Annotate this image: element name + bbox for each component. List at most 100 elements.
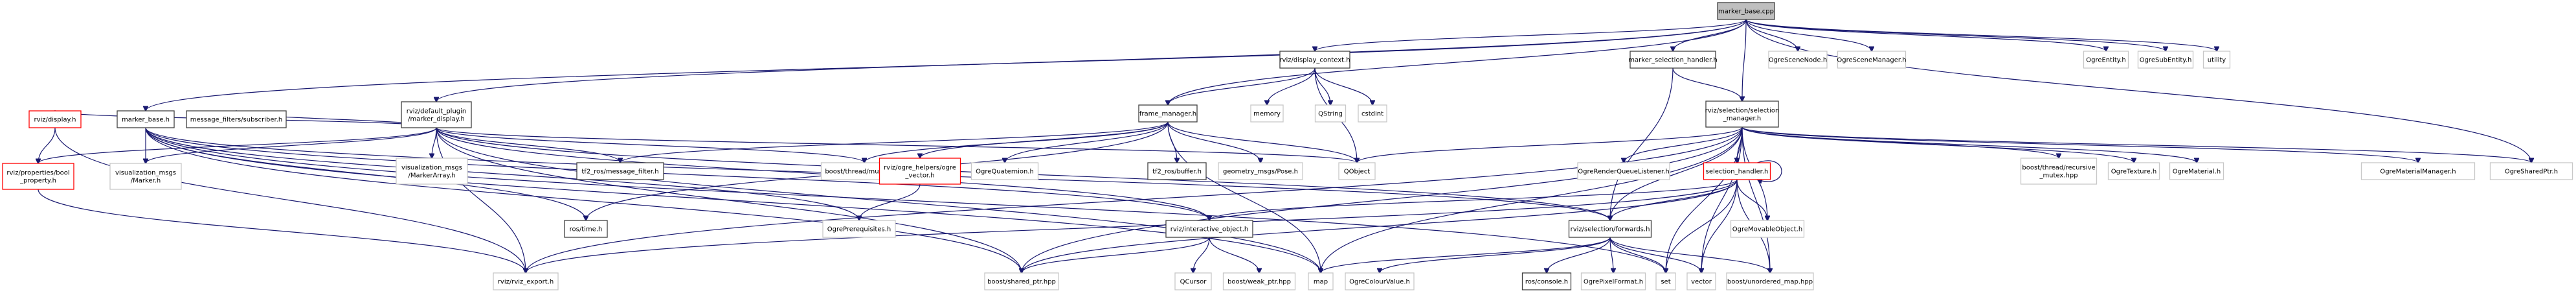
node-label: /marker_display.h — [408, 116, 465, 123]
edge-marker_base_h-to-set — [145, 127, 1666, 273]
edge-selection_forwards-to-vector — [1609, 237, 1701, 273]
graph-node-marker_selection_handler[interactable]: marker_selection_handler.h — [1628, 51, 1718, 69]
node-label: OgrePrerequisites.h — [827, 226, 891, 233]
node-box — [984, 272, 1059, 290]
graph-node-selection_forwards[interactable]: rviz/selection/forwards.h — [1568, 220, 1652, 238]
node-label: /MarkerArray.h — [409, 172, 456, 180]
graph-node-message_filters_subscriber[interactable]: message_filters/subscriber.h — [186, 110, 287, 128]
graph-node-bool_property[interactable]: rviz/properties/bool_property.h — [2, 163, 74, 190]
edge-selection_handler-to-boost_shared_ptr — [1022, 179, 1738, 273]
edge-selection_handler-to-OgreMovableObject — [1736, 179, 1767, 220]
edge-default_plugin_marker_display-to-boost_mutex — [436, 127, 864, 163]
edge-selection_manager-to-OgreMaterial — [1742, 126, 2197, 163]
node-box — [1165, 220, 1253, 238]
node-label: rviz/selection/selection — [1705, 108, 1780, 115]
node-box — [576, 162, 664, 180]
graph-node-OgreQuaternion: OgreQuaternion.h — [970, 162, 1039, 180]
graph-node-interactive_object[interactable]: rviz/interactive_object.h — [1165, 220, 1253, 238]
edge-marker_base_cpp-to-marker_base_h — [146, 19, 1747, 111]
node-label: /Marker.h — [131, 178, 161, 185]
node-box — [1521, 272, 1572, 290]
node-label: OgreSharedPtr.h — [2505, 169, 2558, 176]
graph-node-tf2_buffer[interactable]: tf2_ros/buffer.h — [1147, 162, 1207, 180]
node-box — [879, 158, 961, 185]
nodes-layer: marker_base.cpp rviz/default_plugin/marke… — [2, 2, 2573, 290]
node-label: boost/thread/mutex.hpp — [825, 169, 903, 176]
node-box — [1768, 51, 1828, 69]
graph-node-recursive_mutex: boost/thread/recursive_mutex.hpp — [2020, 158, 2098, 185]
node-label: map — [1314, 279, 1328, 286]
node-label: boost/shared_ptr.hpp — [987, 279, 1056, 286]
graph-node-selection_manager[interactable]: rviz/selection/selection_manager.h — [1705, 100, 1780, 128]
node-box — [1686, 272, 1716, 290]
graph-node-OgreSharedPtr: OgreSharedPtr.h — [2489, 162, 2573, 180]
graph-node-OgrePrerequisites: OgrePrerequisites.h — [822, 220, 896, 238]
graph-node-utility: utility — [2202, 51, 2231, 69]
edge-interactive_object-to-boost_shared_ptr — [1022, 237, 1210, 273]
graph-node-ros_time[interactable]: ros/time.h — [564, 220, 608, 238]
graph-node-boost_shared_ptr: boost/shared_ptr.hpp — [984, 272, 1059, 290]
node-box — [1279, 51, 1350, 69]
node-box — [1138, 104, 1198, 123]
graph-node-selection_handler[interactable]: selection_handler.h — [1703, 162, 1771, 180]
graph-node-display_context[interactable]: rviz/display_context.h — [1279, 51, 1350, 69]
graph-node-OgreMaterialManager: OgreMaterialManager.h — [2360, 162, 2476, 180]
edge-selection_manager-to-OgreTexture — [1742, 126, 2134, 163]
node-box — [2360, 162, 2476, 180]
node-label: OgreMaterial.h — [2173, 169, 2221, 176]
node-label: memory — [1253, 111, 1281, 118]
node-box — [396, 158, 468, 185]
edge-selection_forwards-to-OgrePixelFormat — [1609, 237, 1613, 273]
node-box — [564, 220, 608, 238]
edge-display_context-to-cstdint — [1314, 67, 1372, 105]
edge-selection_manager-to-boost_shared_ptr — [1022, 126, 1743, 273]
graph-node-tf2_message_filter[interactable]: tf2_ros/message_filter.h — [576, 162, 664, 180]
edge-selection_forwards-to-OgreColourValue — [1380, 237, 1611, 273]
node-box — [1222, 272, 1296, 290]
edge-interactive_object-to-QCursor — [1193, 237, 1210, 273]
node-label: boost/unordered_map.hpp — [1727, 279, 1813, 286]
node-label: ros/time.h — [570, 226, 603, 233]
graph-node-geometry_pose: geometry_msgs/Pose.h — [1218, 162, 1303, 180]
node-box — [117, 110, 175, 128]
graph-node-rviz_display[interactable]: rviz/display.h — [28, 110, 82, 128]
node-label: set — [1661, 279, 1670, 286]
node-box — [1314, 104, 1347, 123]
node-box — [1308, 272, 1334, 290]
edge-frame_manager-to-tf2_message_filter — [620, 121, 1169, 163]
node-label: OgreMaterialManager.h — [2380, 169, 2456, 176]
node-label: _vector.h — [904, 172, 934, 180]
node-box — [1630, 51, 1716, 69]
edge-marker_base_h-to-map — [145, 127, 1321, 273]
graph-node-ogre_vector[interactable]: rviz/ogre_helpers/ogre_vector.h — [879, 158, 961, 185]
node-label: OgreSceneManager.h — [1837, 57, 1906, 64]
edge-marker_base_cpp-to-OgreEntity — [1745, 19, 2106, 51]
node-label: OgrePixelFormat.h — [1584, 279, 1643, 286]
graph-node-frame_manager[interactable]: frame_manager.h — [1138, 104, 1198, 123]
edge-rviz_display-to-rviz_export — [54, 127, 526, 273]
node-label: frame_manager.h — [1139, 111, 1196, 118]
graph-node-MarkerArray: visualization_msgs/MarkerArray.h — [396, 158, 468, 185]
node-box — [822, 220, 896, 238]
node-box — [1358, 104, 1387, 123]
graph-node-marker_base_h[interactable]: marker_base.h — [117, 110, 175, 128]
edge-rviz_display-to-bool_property — [38, 127, 56, 163]
edge-marker_base_cpp-to-OgreSceneNode — [1745, 19, 1798, 51]
graph-node-marker_base_cpp[interactable]: marker_base.cpp — [1717, 2, 1775, 20]
graph-node-OgreSubEntity: OgreSubEntity.h — [2137, 51, 2194, 69]
edge-marker_base_cpp-to-display_context — [1315, 19, 1747, 51]
edge-default_plugin_marker_display-to-QObject — [436, 127, 1357, 163]
edge-default_plugin_marker_display-to-tf2_message_filter — [436, 127, 620, 163]
edge-default_plugin_marker_display-to-MarkerArray — [432, 127, 437, 158]
node-label: QObject — [1344, 169, 1371, 176]
node-box — [1568, 220, 1652, 238]
node-label: visualization_msgs — [115, 170, 176, 177]
graph-node-vector: vector — [1686, 272, 1716, 290]
graph-node-Marker_h: visualization_msgs/Marker.h — [109, 163, 182, 190]
edge-marker_selection_handler-to-selection_manager — [1672, 67, 1742, 101]
graph-node-default_plugin_marker_display[interactable]: rviz/default_plugin/marker_display.h — [401, 101, 472, 128]
graph-node-ros_console[interactable]: ros/console.h — [1521, 272, 1572, 290]
edge-frame_manager-to-geometry_pose — [1167, 121, 1260, 163]
edge-marker_base_cpp-to-frame_manager — [1168, 19, 1747, 105]
